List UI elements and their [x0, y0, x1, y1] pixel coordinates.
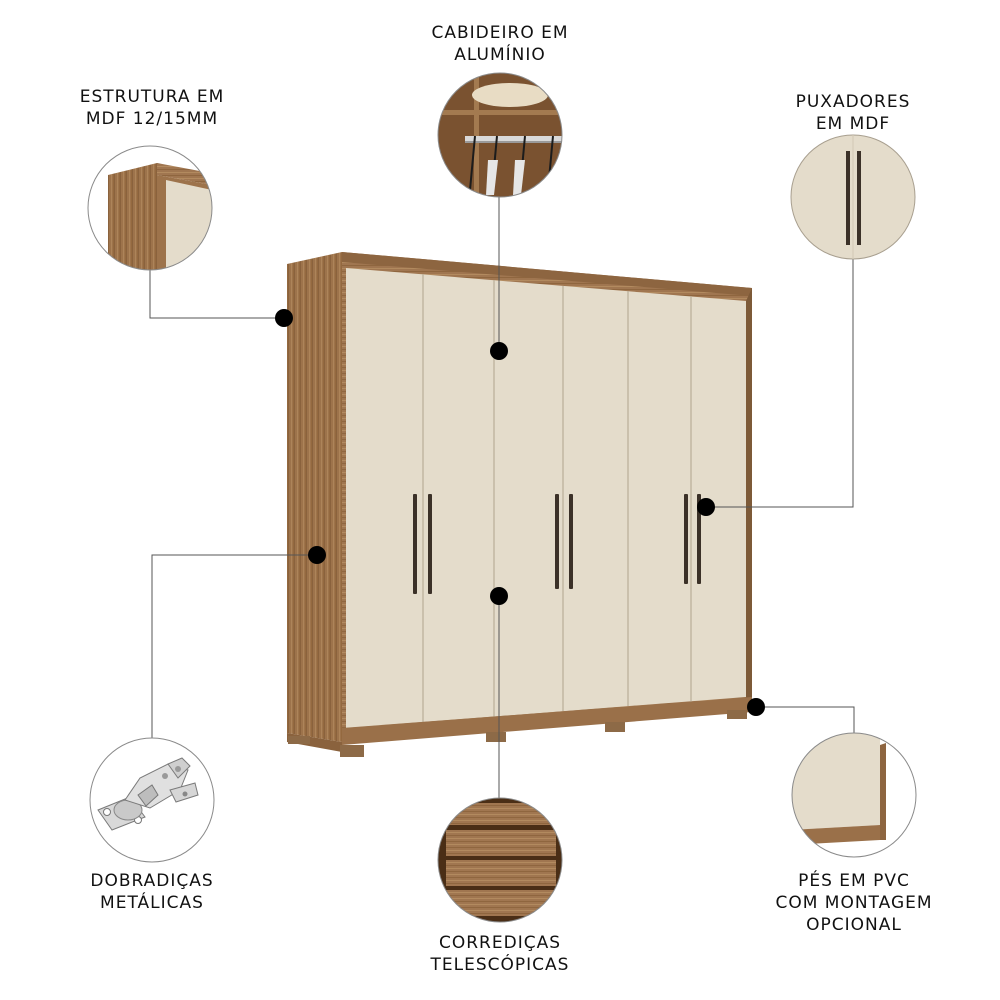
label-cabideiro: CABIDEIRO EM ALUMÍNIO [431, 22, 568, 66]
label-estrutura: ESTRUTURA EM MDF 12/15MM [80, 86, 225, 130]
label-puxadores: PUXADORES EM MDF [796, 91, 911, 135]
label-line: EM MDF [815, 114, 891, 134]
wardrobe [287, 252, 752, 757]
label-line: PÉS EM PVC [798, 871, 910, 891]
label-line: COM MONTAGEM [775, 893, 933, 913]
label-line: TELESCÓPICAS [430, 955, 570, 975]
label-line: OPCIONAL [806, 915, 902, 935]
foot [605, 722, 625, 732]
label-line: DOBRADIÇAS [90, 871, 214, 891]
detail-circle-puxadores [790, 134, 916, 260]
dot-estrutura [275, 309, 293, 327]
label-dobradicas: DOBRADIÇAS METÁLICAS [90, 870, 213, 914]
detail-circle-pes [791, 732, 917, 858]
label-pes: PÉS EM PVC COM MONTAGEM OPCIONAL [775, 870, 932, 936]
wardrobe-doors [346, 268, 746, 728]
label-line: ESTRUTURA EM [79, 87, 225, 107]
foot [727, 710, 747, 719]
dot-puxadores [697, 498, 715, 516]
wardrobe-side-panel [287, 252, 342, 742]
detail-circle-cabideiro [437, 72, 563, 198]
door-handles [413, 494, 701, 594]
label-line: CABIDEIRO EM [431, 23, 569, 43]
label-line: PUXADORES [795, 92, 911, 112]
label-line: ALUMÍNIO [454, 45, 546, 65]
detail-circle-estrutura [87, 145, 213, 271]
label-line: CORREDIÇAS [438, 933, 561, 953]
dot-pes [747, 698, 765, 716]
foot [340, 745, 364, 757]
label-line: METÁLICAS [100, 893, 204, 913]
detail-circle-dobradicas [89, 737, 215, 863]
label-line: MDF 12/15MM [85, 109, 219, 129]
connector-lines [149, 197, 855, 798]
dot-dobradicas [308, 546, 326, 564]
foot [486, 732, 506, 742]
detail-circle-corredicas [437, 797, 563, 923]
callout-dots [275, 309, 765, 716]
foot [288, 736, 310, 744]
dot-cabideiro [490, 342, 508, 360]
dot-corredicas [490, 587, 508, 605]
hinge-icon [97, 757, 199, 831]
label-corredicas: CORREDIÇAS TELESCÓPICAS [431, 932, 570, 976]
